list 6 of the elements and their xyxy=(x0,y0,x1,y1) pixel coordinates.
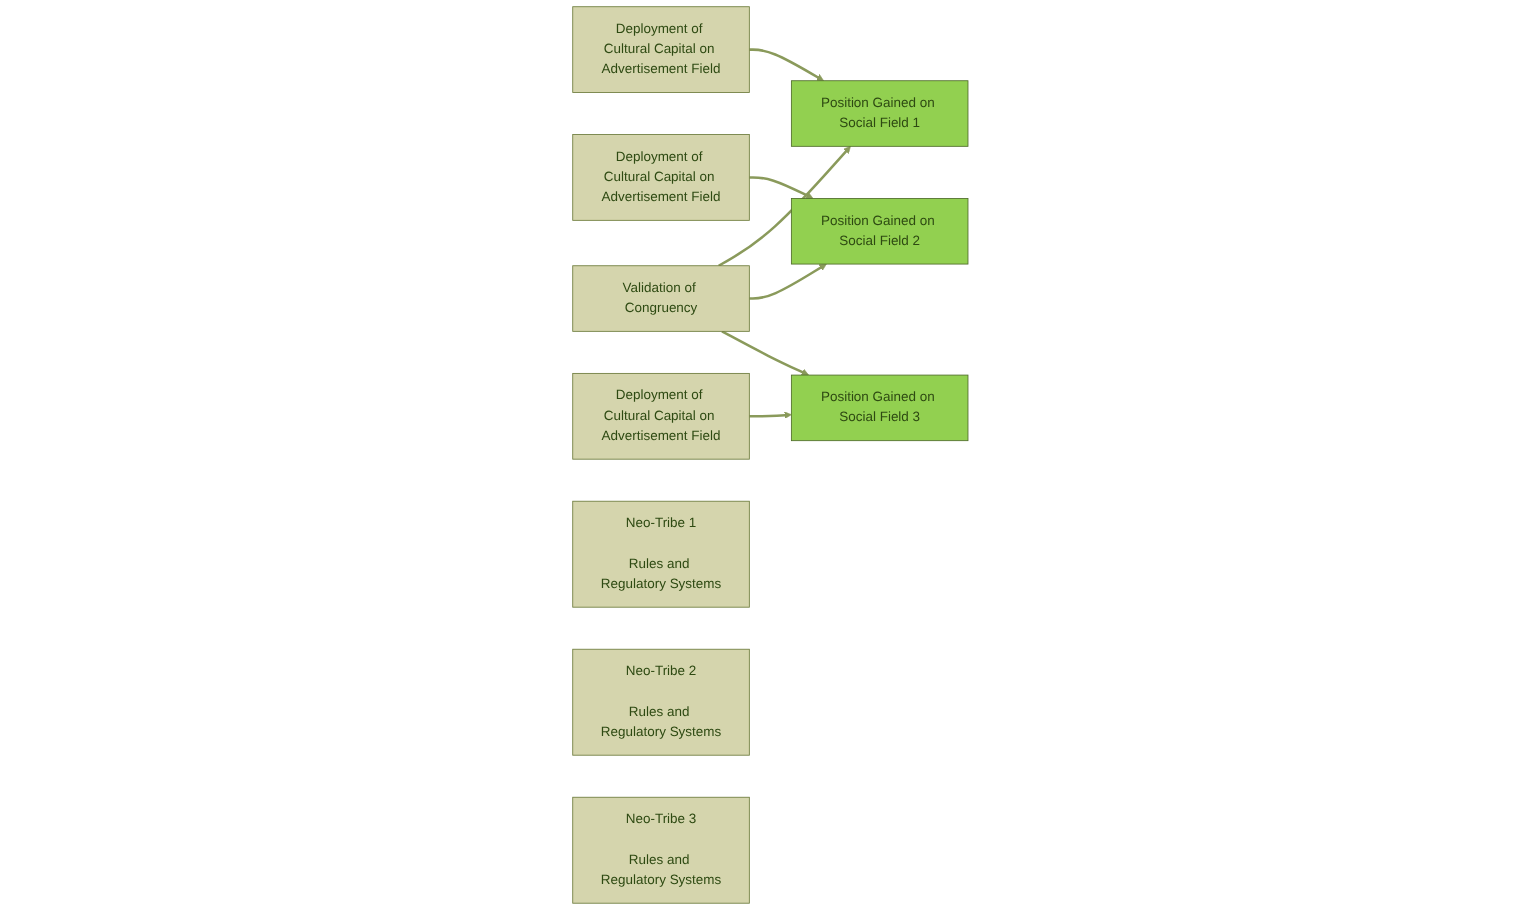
arrow xyxy=(748,411,792,419)
arrow xyxy=(720,330,809,376)
arrow xyxy=(748,263,827,300)
arrow xyxy=(748,48,824,82)
arrow xyxy=(717,146,851,267)
arrow xyxy=(748,176,814,199)
